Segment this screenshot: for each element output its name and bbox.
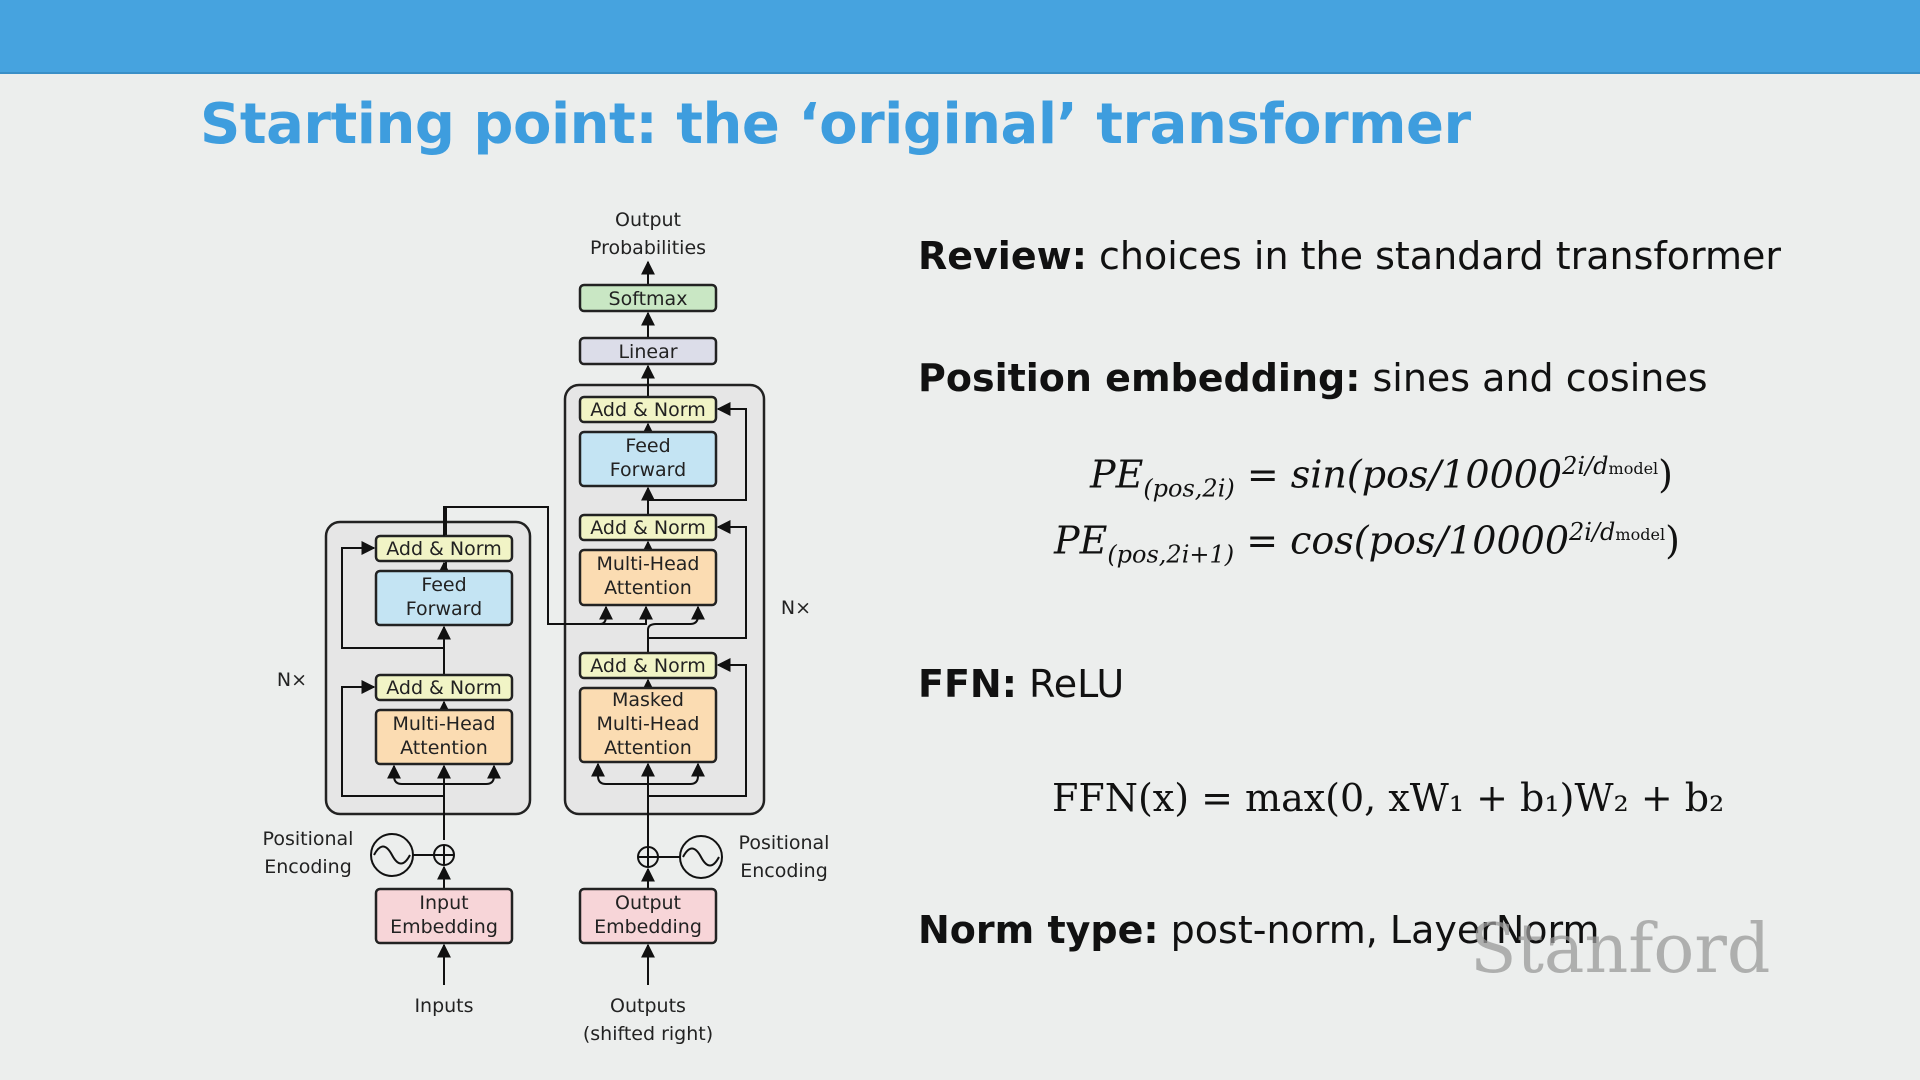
eq1-sup-sub: model	[1608, 459, 1659, 478]
eq2-lhs-sub: (pos,2i+1)	[1107, 540, 1235, 569]
decoder-feed-forward-label-2: Forward	[610, 459, 686, 481]
linear-box	[578, 336, 718, 366]
outputs-label-1: Outputs	[610, 995, 686, 1017]
decoder-add-norm-3	[578, 395, 718, 424]
eq2-sup: 2i/d	[1569, 518, 1616, 546]
position-line: Position embedding: sines and cosines	[918, 356, 1708, 400]
ffn-equation: FFN(x) = max(0, xW₁ + b₁)W₂ + b₂	[1052, 776, 1725, 820]
decoder-add-norm-1	[578, 651, 718, 680]
encoder-mha-label-1: Multi-Head	[393, 713, 496, 735]
decoder-feed-forward	[578, 430, 718, 488]
input-embedding-label-2: Embedding	[390, 916, 498, 938]
eq1-arg: (pos/10000	[1346, 452, 1563, 497]
eq1-lhs-sub: (pos,2i)	[1143, 474, 1235, 503]
encoder-add-norm-1-label: Add & Norm	[386, 677, 502, 699]
encoder-feed-forward	[374, 569, 514, 627]
ffn-line: FFN: ReLU	[918, 662, 1124, 706]
slide-title: Starting point: the ‘original’ transform…	[200, 92, 1471, 157]
header-bar	[0, 0, 1920, 74]
eq2-lhs: PE	[1054, 518, 1108, 563]
stanford-watermark: Stanford	[1470, 910, 1771, 989]
outputs-label-2: (shifted right)	[583, 1023, 713, 1045]
pe-sin-equation: PE(pos,2i) = sin(pos/100002i/dmodel)	[1090, 452, 1673, 503]
decoder-masked-attention-label-3: Attention	[604, 737, 692, 759]
eq2-arg: (pos/10000	[1353, 518, 1570, 563]
ffn-label: FFN:	[918, 662, 1017, 706]
output-embedding-label-1: Output	[615, 892, 681, 914]
encoder-nx-label: N×	[277, 669, 307, 691]
output-embedding-box	[578, 887, 718, 945]
norm-line: Norm type: post-norm, LayerNorm	[918, 908, 1600, 952]
decoder-masked-attention-label-2: Multi-Head	[597, 713, 700, 735]
encoder-add-norm-1	[374, 673, 514, 702]
softmax-label: Softmax	[609, 288, 688, 310]
softmax-box	[578, 283, 718, 313]
eq1-close: )	[1658, 452, 1673, 497]
decoder-positional-label-1: Positional	[739, 832, 830, 854]
encoder-multi-head-attention	[374, 708, 514, 766]
eq1-lhs: PE	[1090, 452, 1144, 497]
review-text: choices in the standard transformer	[1086, 234, 1781, 278]
decoder-cross-attention-label-2: Attention	[604, 577, 692, 599]
inputs-label: Inputs	[414, 995, 473, 1017]
encoder-positional-label-1: Positional	[263, 828, 354, 850]
eq1-sup: 2i/d	[1562, 452, 1609, 480]
decoder-add-norm-2-label: Add & Norm	[590, 517, 706, 539]
linear-label: Linear	[618, 341, 677, 363]
position-text: sines and cosines	[1360, 356, 1708, 400]
decoder-cross-attention	[578, 548, 718, 607]
decoder-nx-label: N×	[781, 597, 811, 619]
decoder-cross-attention-label-1: Multi-Head	[597, 553, 700, 575]
ffn-text: ReLU	[1016, 662, 1125, 706]
decoder-masked-attention	[578, 686, 718, 764]
decoder-add-norm-1-label: Add & Norm	[590, 655, 706, 677]
eq2-sup-sub: model	[1615, 525, 1666, 544]
output-probabilities-label-2: Probabilities	[590, 237, 706, 259]
encoder-add-norm-2-label: Add & Norm	[386, 538, 502, 560]
decoder-add-norm-3-label: Add & Norm	[590, 399, 706, 421]
encoder-mha-label-2: Attention	[400, 737, 488, 759]
norm-text: post-norm, LayerNorm	[1158, 908, 1600, 952]
output-embedding-label-2: Embedding	[594, 916, 702, 938]
eq2-fn: cos	[1290, 518, 1354, 563]
output-probabilities-label-1: Output	[615, 209, 681, 231]
decoder-masked-attention-label-1: Masked	[612, 689, 684, 711]
eq1-fn: sin	[1290, 452, 1347, 497]
position-label: Position embedding:	[918, 356, 1361, 400]
pe-cos-equation: PE(pos,2i+1) = cos(pos/100002i/dmodel)	[1054, 518, 1680, 569]
decoder-positional-label-2: Encoding	[740, 860, 828, 882]
input-embedding-box	[374, 887, 514, 945]
encoder-positional-label-2: Encoding	[264, 856, 352, 878]
encoder-block	[324, 520, 532, 816]
norm-label: Norm type:	[918, 908, 1159, 952]
eq2-close: )	[1665, 518, 1680, 563]
review-label: Review:	[918, 234, 1087, 278]
encoder-feed-forward-label-1: Feed	[421, 574, 466, 596]
review-line: Review: choices in the standard transfor…	[918, 234, 1781, 278]
encoder-feed-forward-label-2: Forward	[406, 598, 482, 620]
decoder-add-norm-2	[578, 513, 718, 542]
decoder-feed-forward-label-1: Feed	[625, 435, 670, 457]
input-embedding-label-1: Input	[419, 892, 468, 914]
